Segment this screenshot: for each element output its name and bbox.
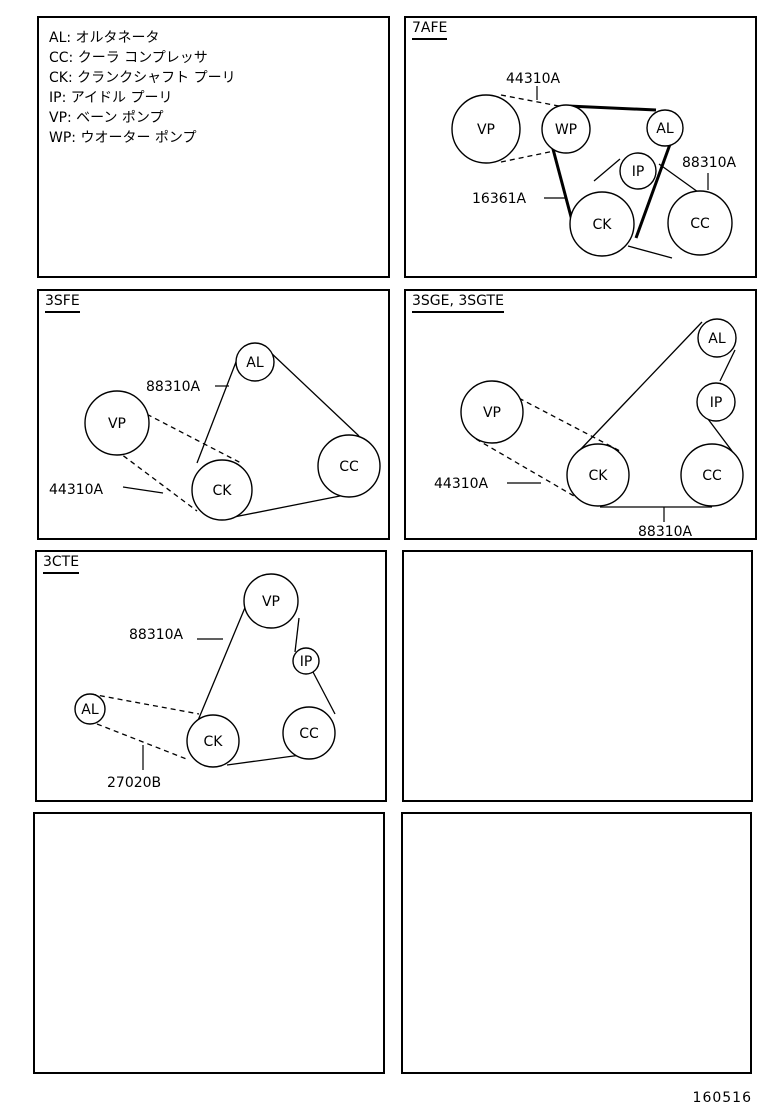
belt-line: [627, 245, 673, 259]
panel-3sge-3sgte: 3SGE, 3SGTE AL IP VP CK CC 44310A 88310A: [404, 289, 757, 540]
pulley-label: AL: [246, 355, 264, 371]
pulley-cc: [667, 190, 733, 256]
part-number: 44310A: [506, 71, 561, 87]
pulley-al: [235, 342, 275, 382]
belt-line: [634, 135, 675, 239]
belt-line: [510, 393, 621, 452]
belt-line: [719, 349, 736, 382]
panel-title: 3CTE: [43, 554, 80, 574]
belt-line: [268, 350, 360, 437]
pulley-vp: [460, 380, 524, 444]
pulley-ck: [569, 191, 635, 257]
part-number: 44310A: [434, 476, 489, 492]
part-number: 88310A: [682, 155, 737, 171]
belt-line: [108, 444, 198, 512]
belt-line: [658, 163, 699, 193]
legend-item-cc: CC: クーラ コンプレッサ: [49, 50, 208, 66]
part-number: 88310A: [129, 627, 184, 643]
pulley-vp: [451, 94, 521, 164]
legend-item-al: AL: オルタネータ: [49, 30, 160, 46]
pulley-label: VP: [108, 416, 126, 432]
belt-line: [233, 494, 346, 518]
pulley-label: CC: [702, 468, 722, 484]
part-number: 27020B: [107, 775, 161, 791]
belt-line: [90, 693, 200, 715]
pulley-label: CC: [299, 726, 319, 742]
pulley-cc: [282, 706, 336, 760]
pulley-wp: [541, 104, 591, 154]
legend-item-ck: CK: クランクシャフト プーリ: [49, 70, 236, 86]
pulley-label: WP: [555, 122, 577, 138]
belt-line: [500, 94, 565, 108]
legend-panel: AL: オルタネータ CC: クーラ コンプレッサ CK: クランクシャフト プ…: [37, 16, 390, 278]
pulley-label: CK: [589, 468, 609, 484]
empty-panel: [401, 812, 752, 1074]
belt-line: [312, 671, 336, 715]
panel-3sfe: 3SFE AL VP CK CC 88310A 44310A: [37, 289, 390, 540]
pulley-label: CK: [204, 734, 224, 750]
belt-line: [567, 104, 657, 112]
belt-line: [593, 158, 621, 182]
pulley-ip: [619, 152, 657, 190]
part-number: 16361A: [472, 191, 527, 207]
empty-panel: [33, 812, 385, 1074]
belt-line: [294, 617, 300, 653]
empty-panel: [402, 550, 753, 802]
pulley-ip: [696, 382, 736, 422]
pulley-al: [697, 318, 737, 358]
part-number: 88310A: [146, 379, 201, 395]
belt-line: [500, 148, 565, 163]
legend-list: AL: オルタネータ CC: クーラ コンプレッサ CK: クランクシャフト プ…: [39, 18, 388, 148]
pulley-al: [646, 109, 684, 147]
pulley-label: IP: [632, 164, 645, 180]
pulley-label: CK: [213, 483, 233, 499]
part-number: 88310A: [638, 524, 693, 540]
pulley-label: CK: [593, 217, 613, 233]
pulley-label: IP: [710, 395, 723, 411]
pulley-label: AL: [656, 121, 674, 137]
pulley-ip: [292, 647, 320, 675]
belt-diagram-3cte: VP IP AL CK CC 88310A 27020B: [74, 573, 336, 791]
pulley-ck: [186, 714, 240, 768]
pulley-label: CC: [690, 216, 710, 232]
pulley-cc: [680, 443, 744, 507]
panel-title: 3SFE: [45, 293, 80, 313]
legend-item-vp: VP: ベーン ポンプ: [49, 110, 164, 126]
belt-line: [475, 438, 575, 497]
pulley-label: CC: [339, 459, 359, 475]
panel-title: 3SGE, 3SGTE: [412, 293, 504, 313]
panel-title: 7AFE: [412, 20, 448, 40]
legend-item-wp: WP: ウオーター ポンプ: [49, 130, 197, 146]
legend-item-ip: IP: アイドル プーリ: [49, 90, 173, 106]
belt-diagram-3sfe: AL VP CK CC 88310A 44310A: [49, 342, 381, 521]
panel-3cte: 3CTE VP IP AL CK CC 88310A 27020B: [35, 550, 387, 802]
belt-line: [130, 405, 242, 464]
pulley-vp: [243, 573, 299, 629]
belt-diagram-7afe: VP WP AL IP CK CC 44310A 16361A 88310A: [451, 71, 737, 259]
part-number: 44310A: [49, 482, 104, 498]
leader-line: [122, 486, 164, 494]
pulley-label: AL: [81, 702, 99, 718]
pulley-label: VP: [477, 122, 495, 138]
pulley-cc: [317, 434, 381, 498]
belt-line: [196, 348, 242, 464]
belt-diagram-3sge: AL IP VP CK CC 44310A 88310A: [434, 318, 744, 540]
pulley-ck: [191, 459, 253, 521]
panel-7afe: 7AFE VP WP AL IP CK CC 44310A 16361A 883…: [404, 16, 757, 278]
pulley-label: VP: [262, 594, 280, 610]
pulley-ck: [566, 443, 630, 507]
pulley-label: VP: [483, 405, 501, 421]
figure-number: 160516: [692, 1090, 752, 1106]
pulley-label: AL: [708, 331, 726, 347]
pulley-label: IP: [300, 654, 313, 670]
belt-line: [96, 723, 190, 761]
pulley-al: [74, 693, 106, 725]
belt-line: [188, 597, 250, 743]
belt-line: [579, 321, 703, 451]
pulley-vp: [84, 390, 150, 456]
